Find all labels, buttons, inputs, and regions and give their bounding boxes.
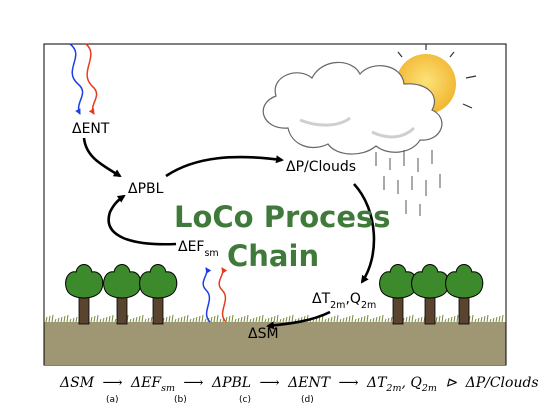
eq-t-sub: 2m [385, 383, 401, 394]
eq-ef-sub: sm [161, 383, 175, 394]
node-precip-clouds: ΔP/Clouds [286, 159, 356, 175]
node-t2m-q2m: ΔT2m,Q2m [312, 291, 376, 311]
tree-icon [445, 264, 484, 325]
arrow-ef-to-pbl [107, 194, 177, 246]
node-q2m-sub: 2m [361, 300, 376, 311]
eq-feedback: ⊳ [445, 375, 457, 391]
eq-arrow-2: ⟶ [183, 375, 203, 391]
step-d: (d) [301, 395, 314, 405]
node-sm: ΔSM [248, 326, 279, 342]
tree-icon [411, 264, 450, 325]
tree-icon [65, 264, 104, 325]
node-t2m-sub: 2m [330, 300, 345, 311]
cloud-icon [262, 61, 443, 155]
title-line-2: Chain [227, 239, 319, 273]
title-line-1: LoCo Process [174, 200, 391, 234]
eq-sm: ΔSM [59, 375, 95, 391]
eq-p: ΔP/Clouds [465, 375, 539, 391]
eq-arrow-1: ⟶ [103, 375, 123, 391]
node-pbl: ΔPBL [128, 181, 164, 197]
rain-icon [375, 150, 441, 216]
node-q-sep: ,Q [345, 291, 360, 307]
eq-q-sub: 2m [421, 383, 437, 394]
arrow-pbl-to-precip [165, 155, 284, 178]
tree-icon [139, 264, 178, 325]
node-ent: ΔENT [72, 121, 110, 137]
ground [44, 322, 506, 365]
entrainment-radiation-arrows [69, 43, 98, 115]
node-ef: ΔEFsm [178, 239, 219, 259]
eq-arrow-4: ⟶ [338, 375, 358, 391]
process-chain-arrows [82, 137, 376, 330]
grass-strip [45, 314, 504, 323]
node-ef-sub: sm [204, 248, 218, 259]
eq-t: ΔT [366, 375, 388, 391]
arrow-ent-to-pbl [82, 137, 122, 178]
chain-equation: ΔSM ⟶ ΔEFsm ⟶ ΔPBL ⟶ ΔENT ⟶ ΔT2m, Q2m ⊳ … [59, 375, 539, 395]
eq-ef: ΔEF [130, 375, 162, 391]
step-b: (b) [174, 395, 187, 405]
arrow-precip-to-t2m [353, 183, 376, 284]
eq-q: , Q [401, 375, 422, 391]
tree-icon [379, 264, 418, 325]
eq-pbl: ΔPBL [211, 375, 251, 391]
trees [65, 264, 484, 325]
step-a: (a) [106, 395, 119, 405]
node-t2m-main: ΔT [312, 291, 331, 307]
tree-icon [103, 264, 142, 325]
step-c: (c) [239, 395, 251, 405]
eq-ent: ΔENT [287, 375, 332, 391]
eq-arrow-3: ⟶ [260, 375, 280, 391]
arrow-t2m-to-sm [266, 310, 331, 330]
node-ef-main: ΔEF [178, 239, 204, 255]
surface-flux-arrows [202, 267, 228, 323]
